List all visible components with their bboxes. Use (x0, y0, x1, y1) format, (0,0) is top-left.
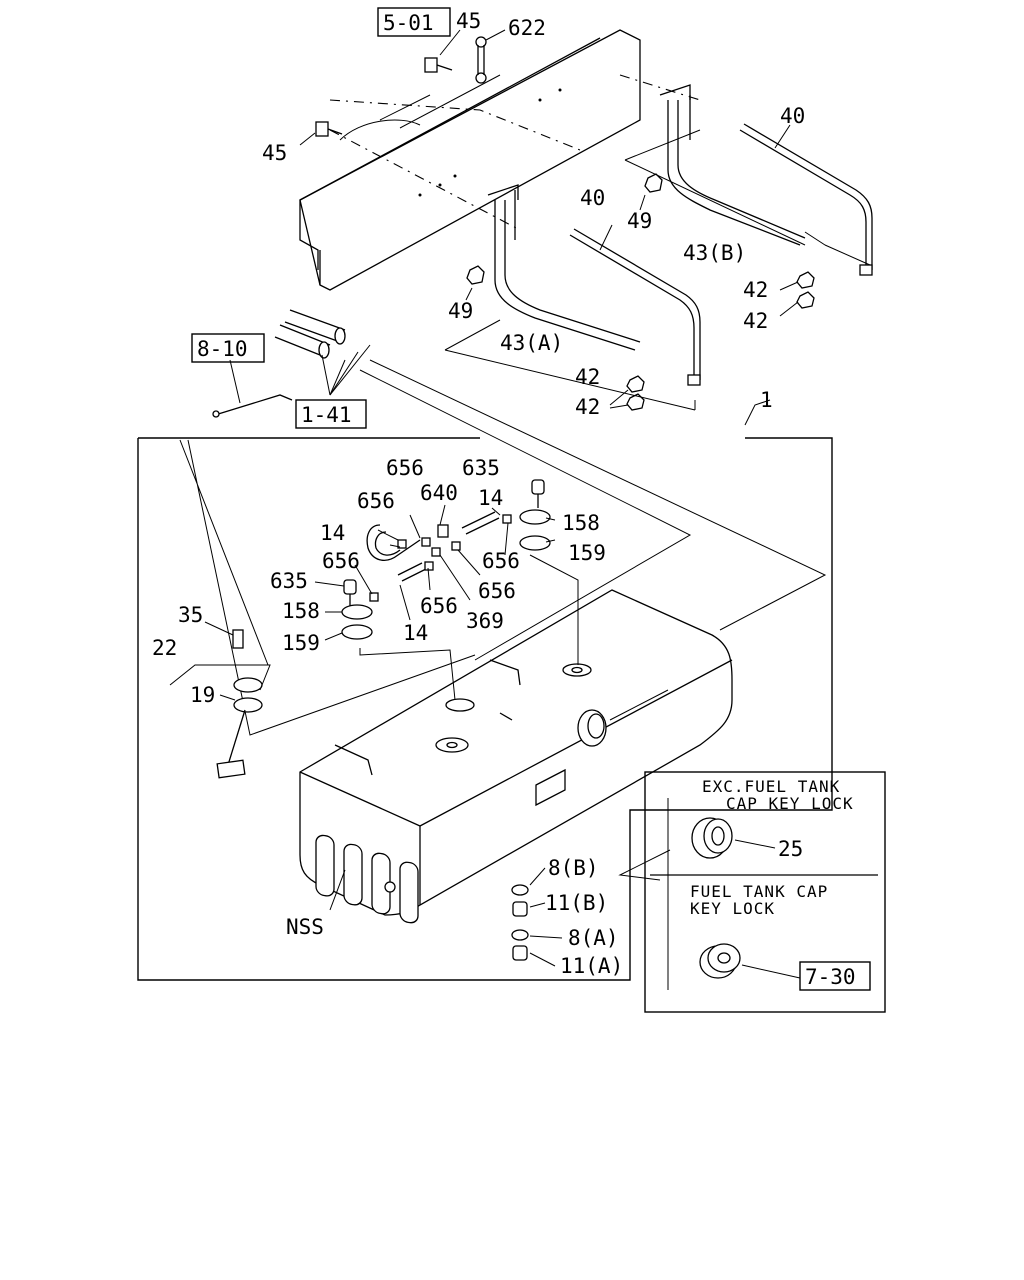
part-159-b: 159 (282, 631, 320, 655)
valve-cluster (341, 479, 579, 701)
hoses-1-41 (274, 309, 371, 396)
part-14-c: 14 (403, 621, 428, 645)
part-43b: 43(B) (683, 241, 746, 265)
part-42-right-b: 42 (743, 309, 768, 333)
strap-40-right (739, 123, 873, 276)
inset-bottom-line1: FUEL TANK CAP (690, 882, 828, 901)
sender-unit (169, 621, 271, 779)
part-158-b: 158 (282, 599, 320, 623)
part-159-a: 159 (568, 541, 606, 565)
nuts-42-right (779, 271, 815, 317)
part-656-d: 656 (482, 549, 520, 573)
part-8b: 8(B) (548, 856, 599, 880)
inset-top-line2: CAP KEY LOCK (726, 794, 854, 813)
part-622: 622 (508, 16, 546, 40)
ref-box-5-01 (377, 7, 451, 37)
part-158-a: 158 (562, 511, 600, 535)
drain-plugs (511, 884, 529, 961)
inset-top-line1: EXC.FUEL TANK (702, 777, 840, 796)
part-42-right-a: 42 (743, 278, 768, 302)
part-42-center-a: 42 (575, 365, 600, 389)
part-656-f: 656 (420, 594, 458, 618)
leader-lines (314, 504, 563, 967)
part-14-b: 14 (320, 521, 345, 545)
ref-box-1-41 (295, 399, 367, 429)
part-11a: 11(A) (560, 954, 623, 978)
assembly-box-1 (137, 437, 833, 981)
part-656-a: 656 (386, 456, 424, 480)
cap-25 (691, 817, 776, 859)
ref-5-01[interactable]: 5-01 (383, 11, 434, 35)
label-nss: NSS (286, 915, 324, 939)
part-40-right: 40 (780, 104, 805, 128)
link-622 (475, 29, 506, 84)
part-640: 640 (420, 481, 458, 505)
part-656-c: 656 (322, 549, 360, 573)
part-369: 369 (466, 609, 504, 633)
part-8a: 8(A) (568, 926, 619, 950)
part-45-left: 45 (262, 141, 287, 165)
part-45-top: 45 (456, 9, 481, 33)
cap-7-30 (699, 943, 801, 979)
ref-box-7-30 (799, 961, 871, 991)
bracket-43b (659, 84, 806, 246)
part-14-a: 14 (478, 486, 503, 510)
bolt-45-lower (299, 121, 343, 146)
ref-8-10[interactable]: 8-10 (197, 337, 248, 361)
strap-40-center (569, 224, 701, 386)
part-656-e: 656 (478, 579, 516, 603)
part-656-b: 656 (357, 489, 395, 513)
inset-panel (609, 689, 886, 1013)
part-1: 1 (760, 388, 773, 412)
part-22: 22 (152, 636, 177, 660)
inset-bottom-line2: KEY LOCK (690, 899, 775, 918)
part-11b: 11(B) (545, 891, 608, 915)
part-635-b: 635 (270, 569, 308, 593)
harness-8-10 (212, 359, 293, 418)
ref-1-41[interactable]: 1-41 (301, 403, 352, 427)
part-35: 35 (178, 603, 203, 627)
part-40-center: 40 (580, 186, 605, 210)
part-49-right: 49 (627, 209, 652, 233)
ref-7-30[interactable]: 7-30 (805, 965, 856, 989)
nut-49-right (639, 173, 663, 211)
part-25: 25 (778, 837, 803, 861)
nut-49-center (465, 265, 485, 301)
nuts-42-center (609, 375, 645, 411)
bracket-43a (487, 184, 641, 351)
bolt-45-upper (424, 29, 461, 73)
part-635-a: 635 (462, 456, 500, 480)
part-43a: 43(A) (500, 331, 563, 355)
frame-rail (299, 29, 641, 291)
part-19: 19 (190, 683, 215, 707)
part-49-center: 49 (448, 299, 473, 323)
ref-box-8-10 (191, 333, 265, 363)
part-42-center-b: 42 (575, 395, 600, 419)
fuel-tank (299, 589, 733, 924)
